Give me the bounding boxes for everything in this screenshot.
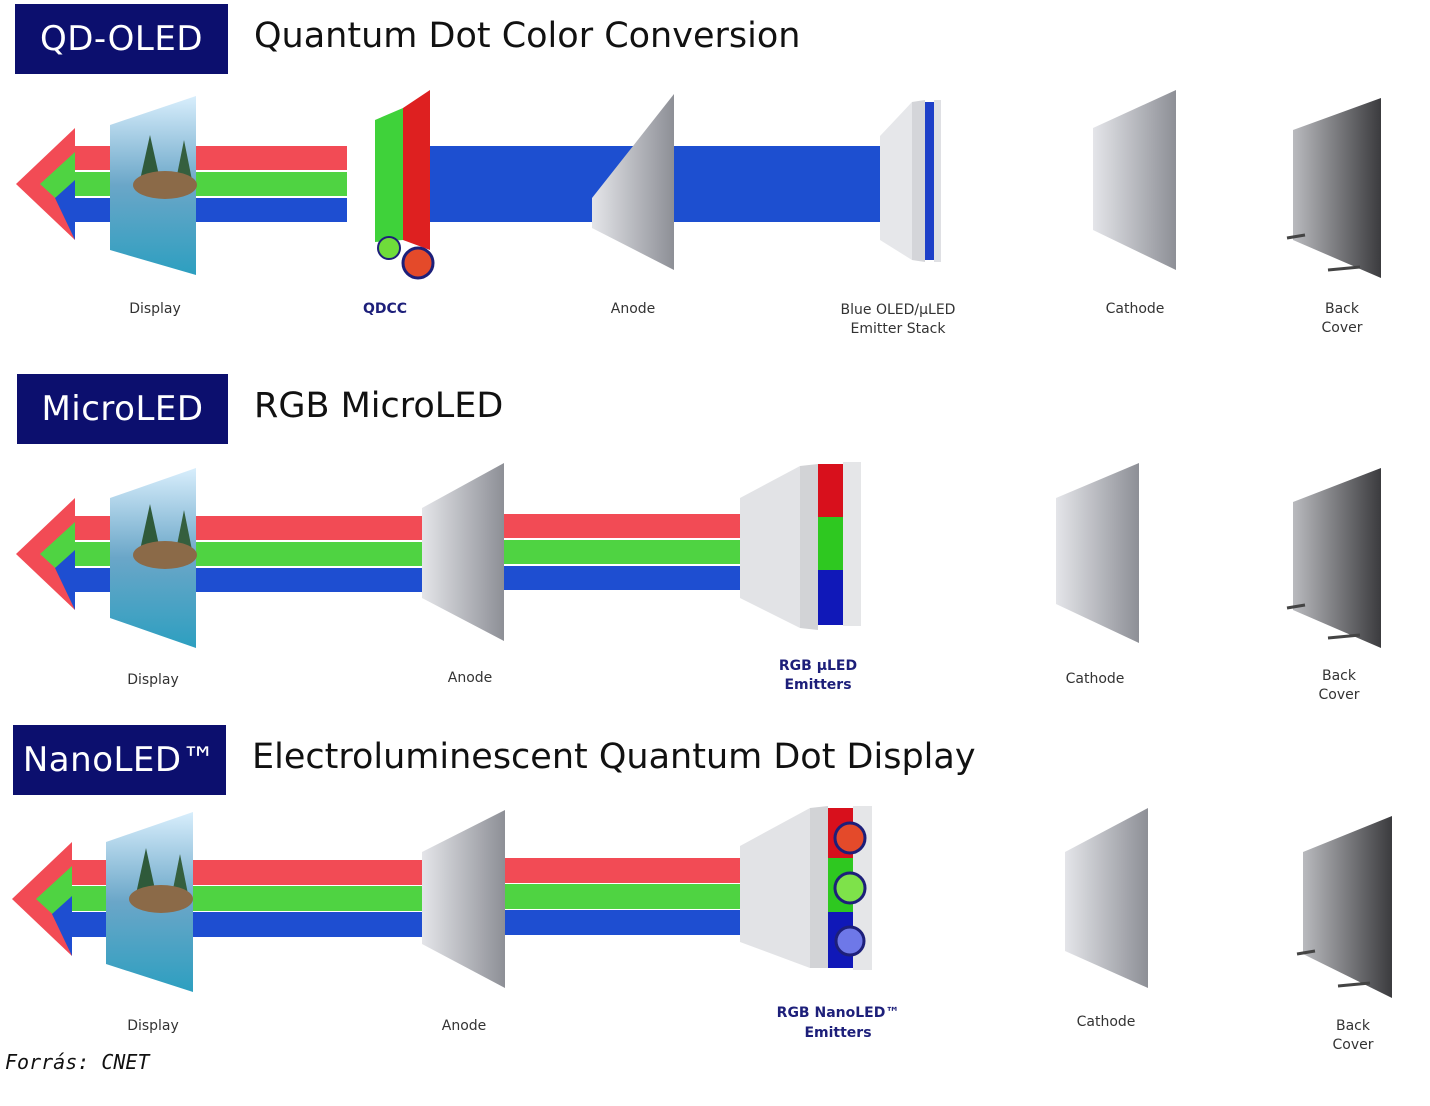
emitter-stack — [880, 100, 941, 262]
anode-layer — [592, 94, 674, 270]
section-title: Quantum Dot Color Conversion — [254, 16, 801, 56]
label-back-line1: Back — [1336, 1018, 1370, 1034]
light-bars — [504, 514, 772, 590]
label-back-line1: Back — [1325, 301, 1359, 317]
layer-diagram — [16, 90, 1381, 280]
section-title: RGB MicroLED — [254, 386, 504, 426]
red-quantum-dot-icon — [833, 821, 867, 855]
label-emitter-line1: RGB µLED — [778, 658, 858, 674]
label-emitter-line2: Emitter Stack — [850, 321, 946, 337]
display-panel — [110, 96, 197, 275]
back-cover — [1286, 98, 1381, 278]
label-back-line2: Cover — [1332, 1037, 1374, 1053]
label-emitter-line1: RGB NanoLED™ — [776, 1005, 900, 1021]
label-display: Display — [129, 301, 181, 317]
technology-tag: MicroLED — [17, 374, 228, 444]
back-cover — [1286, 468, 1381, 648]
light-arrow — [16, 128, 347, 240]
display-panel — [106, 812, 193, 992]
label-anode: Anode — [441, 1018, 487, 1034]
label-display: Display — [127, 1018, 179, 1034]
label-back-line2: Cover — [1321, 320, 1363, 336]
display-panel — [110, 468, 197, 648]
label-emitter-line1: Blue OLED/µLED — [840, 302, 956, 318]
green-quantum-dot-icon — [833, 871, 867, 905]
qdcc-layer — [375, 90, 634, 280]
cathode-layer — [1056, 463, 1139, 643]
label-qdcc: QDCC — [362, 301, 408, 317]
technology-tag: NanoLED™ — [13, 725, 226, 795]
label-anode: Anode — [447, 670, 493, 686]
section-qd-oled: QD-OLED Quantum Dot Color Conversion — [0, 0, 1430, 360]
layer-diagram — [16, 462, 1381, 648]
section-nanoled: NanoLED™ Electroluminescent Quantum Dot … — [0, 722, 1430, 1053]
light-bars — [505, 858, 771, 935]
light-arrow — [12, 842, 468, 956]
blue-quantum-dot-icon — [834, 925, 866, 957]
technology-tag: QD-OLED — [15, 4, 228, 74]
label-display: Display — [127, 672, 179, 688]
label-cathode: Cathode — [1065, 671, 1125, 687]
label-cathode: Cathode — [1076, 1014, 1136, 1030]
section-title: Electroluminescent Quantum Dot Display — [252, 737, 976, 777]
cathode-layer — [1093, 90, 1176, 270]
anode-layer — [422, 463, 504, 641]
anode-layer — [422, 810, 505, 988]
source-credit: Forrás: CNET — [5, 1050, 150, 1074]
label-emitter-line2: Emitters — [784, 677, 852, 693]
nanoled-emitters — [740, 806, 872, 970]
label-anode: Anode — [610, 301, 656, 317]
section-microled: MicroLED RGB MicroLED — [0, 370, 1430, 720]
label-cathode: Cathode — [1105, 301, 1165, 317]
cathode-layer — [1065, 808, 1148, 988]
back-cover — [1296, 816, 1392, 998]
label-back-line2: Cover — [1318, 687, 1360, 703]
layer-diagram — [12, 806, 1392, 998]
label-back-line1: Back — [1322, 668, 1356, 684]
label-emitter-line2: Emitters — [804, 1025, 872, 1041]
light-arrow — [16, 498, 468, 610]
rgb-emitters — [740, 462, 861, 630]
